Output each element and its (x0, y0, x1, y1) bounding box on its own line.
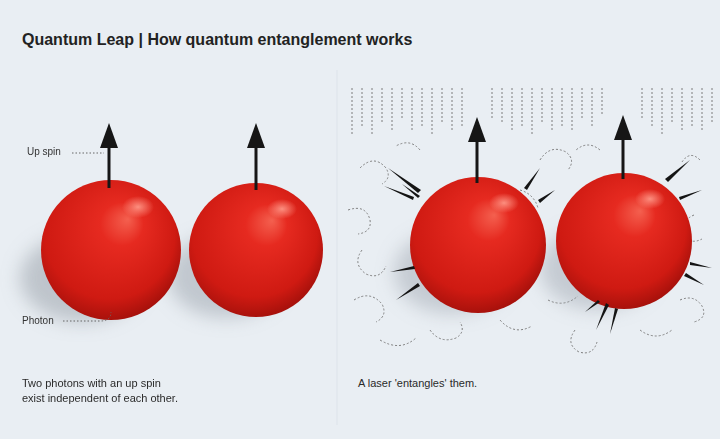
diagram-title: Quantum Leap | How quantum entanglement … (22, 31, 412, 49)
callout-label: Photon (22, 315, 54, 326)
panel-divider (337, 70, 338, 425)
panel-caption: A laser 'entangles' them. (358, 376, 658, 391)
laser-curls (348, 143, 704, 353)
photon-spheres (41, 173, 692, 320)
leader-lines (63, 153, 111, 321)
panel-caption: Two photons with an up spin exist indepe… (22, 376, 184, 406)
energy-sparks (384, 160, 712, 334)
callout-label: Up spin (27, 146, 61, 157)
laser-lines (352, 88, 712, 136)
spin-arrows (100, 115, 632, 190)
